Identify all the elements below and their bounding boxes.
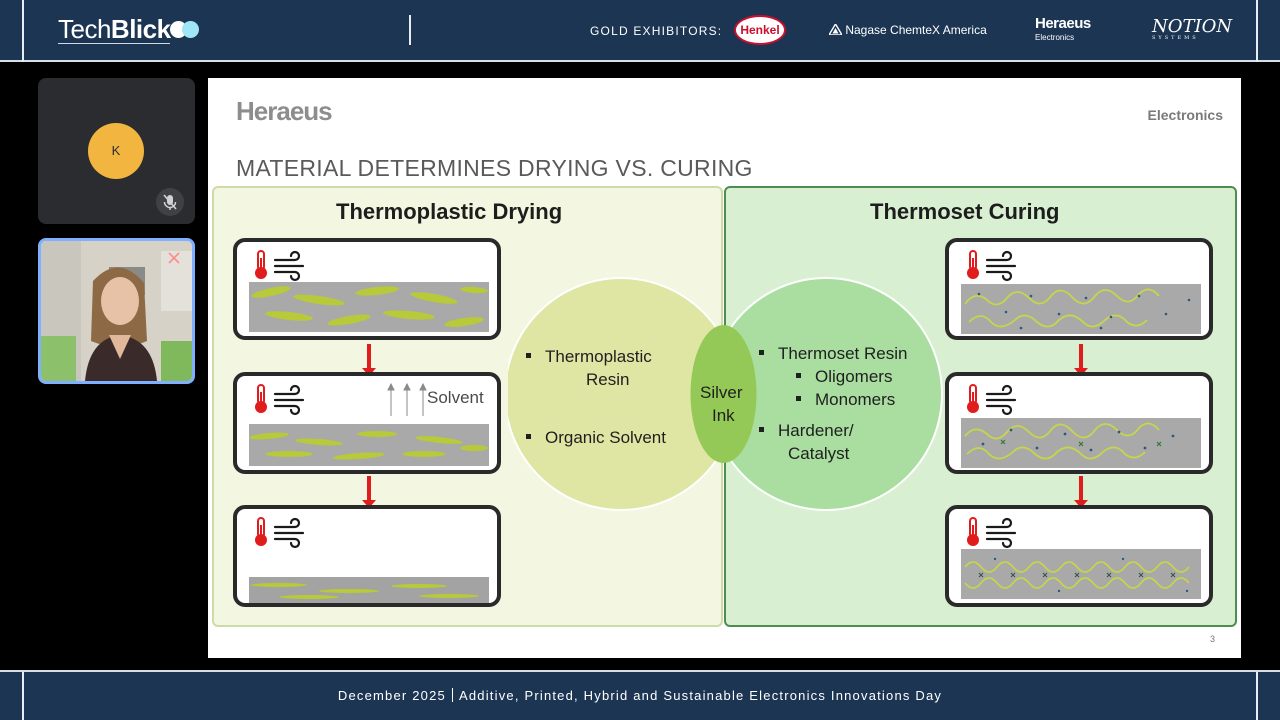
techblick-logo: TechBlick (58, 14, 171, 44)
film-layer (961, 284, 1201, 334)
film-layer (249, 282, 489, 332)
close-icon[interactable] (167, 251, 181, 270)
film-layer (961, 549, 1201, 599)
thermometer-icon (255, 517, 267, 546)
event-date: December 2025 (337, 688, 446, 703)
heat-airflow-icons (251, 515, 311, 554)
frame-edge-right (1256, 672, 1258, 720)
down-arrow-icon (362, 476, 376, 508)
venn-overlap-fill (690, 325, 757, 463)
heraeus-slide-logo: Heraeus (236, 96, 333, 126)
heat-airflow-icons (963, 515, 1023, 554)
thermoplastic-title: Thermoplastic Drying (336, 199, 563, 224)
frame-edge-left (22, 672, 24, 720)
curing-stage-1 (945, 238, 1213, 340)
hardener-item: Hardener/ (759, 421, 854, 441)
film-layer (249, 577, 489, 603)
slide-page-number: 3 (1209, 634, 1215, 644)
header-divider (409, 15, 411, 45)
heat-airflow-icons (963, 248, 1023, 287)
nagase-mark-icon (827, 22, 844, 36)
thermoset-title: Thermoset Curing (870, 199, 1060, 224)
silver-ink-line1: Silver (700, 383, 743, 402)
frame-edge-left (22, 0, 24, 62)
thermometer-icon (255, 384, 267, 413)
header-bar: TechBlick GOLD EXHIBITORS: Henkel Nagase… (0, 0, 1280, 62)
heat-airflow-icons (251, 382, 311, 421)
wind-icon (273, 384, 305, 416)
presentation-slide: Heraeus Electronics MATERIAL DETERMINES … (208, 78, 1241, 658)
frame-edge-right (1256, 0, 1258, 62)
oligomers-item: Oligomers (796, 367, 892, 387)
speaker-video-tile[interactable] (38, 238, 195, 384)
henkel-logo: Henkel (734, 15, 786, 45)
film-layer (961, 418, 1201, 468)
microphone-muted-icon[interactable] (156, 188, 184, 216)
footer-bar: December 2025 Additive, Printed, Hybrid a… (0, 670, 1280, 720)
silver-ink-line2: Ink (712, 406, 735, 425)
thermometer-icon (255, 250, 267, 279)
wind-icon (985, 517, 1017, 549)
down-arrow-icon (1074, 344, 1088, 376)
thermoplastic-resin-item: Thermoplastic (526, 347, 652, 367)
monomers-item: Monomers (796, 390, 895, 410)
wind-icon (985, 384, 1017, 416)
drying-stage-2: Solvent (233, 372, 501, 474)
slide-title: MATERIAL DETERMINES DRYING VS. CURING (236, 155, 753, 181)
gold-exhibitors-label: GOLD EXHIBITORS: (590, 24, 723, 38)
logo-underline (58, 43, 170, 44)
thermoset-resin-item: Thermoset Resin (759, 344, 907, 364)
solvent-label: Solvent (427, 388, 484, 407)
drying-stage-1 (233, 238, 501, 340)
catalyst-item-line2: Catalyst (788, 444, 850, 463)
curing-stage-3 (945, 505, 1213, 607)
heat-airflow-icons (251, 248, 311, 287)
evaporation-arrows-icon (387, 382, 427, 416)
avatar: K (88, 123, 144, 179)
event-name: Additive, Printed, Hybrid and Sustainabl… (458, 688, 943, 703)
drying-stage-3 (233, 505, 501, 607)
down-arrow-icon (1074, 476, 1088, 508)
nagase-logo: Nagase ChemteX America (827, 22, 987, 37)
down-arrow-icon (362, 344, 376, 376)
techblick-logo-dots (170, 21, 199, 43)
organic-solvent-item: Organic Solvent (526, 428, 666, 448)
thermometer-icon (967, 384, 979, 413)
curing-stage-2 (945, 372, 1213, 474)
wind-icon (273, 250, 305, 282)
thermoplastic-resin-item-line2: Resin (586, 370, 630, 389)
thermometer-icon (967, 517, 979, 546)
thermometer-icon (967, 250, 979, 279)
film-layer (249, 424, 489, 466)
heat-airflow-icons (963, 382, 1023, 421)
venn-diagram (508, 277, 943, 511)
slide-division-label: Electronics (1147, 107, 1223, 123)
wind-icon (273, 517, 305, 549)
participant-tile[interactable]: K (38, 78, 195, 224)
wind-icon (985, 250, 1017, 282)
event-footer: December 2025 Additive, Printed, Hybrid a… (0, 688, 1280, 703)
